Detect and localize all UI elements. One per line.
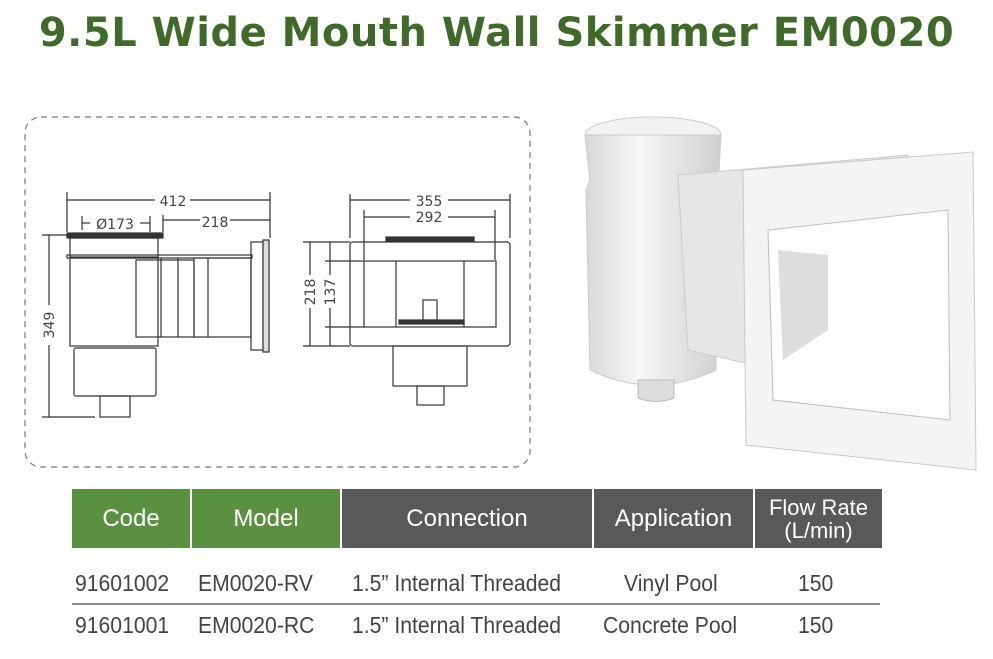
dim-opening-width: 292 xyxy=(416,210,443,226)
dim-front-height: 218 xyxy=(303,279,319,306)
cell-connection: 1.5” Internal Threaded xyxy=(352,612,561,638)
page-title: 9.5L Wide Mouth Wall Skimmer EM0020 xyxy=(38,10,955,56)
cell-connection: 1.5” Internal Threaded xyxy=(352,570,561,596)
row-divider xyxy=(72,603,880,605)
cell-application: Vinyl Pool xyxy=(624,570,718,596)
cell-application: Concrete Pool xyxy=(603,612,738,638)
flow-rate-label: Flow Rate xyxy=(768,494,869,520)
header-connection: Connection xyxy=(342,489,592,548)
cell-model: EM0020-RC xyxy=(198,612,315,638)
header-flow-rate: Flow Rate (L/min) xyxy=(755,489,882,548)
flow-rate-unit: (L/min) xyxy=(784,517,853,543)
dashed-frame xyxy=(24,116,531,468)
cell-code: 91601002 xyxy=(75,570,170,596)
cell-flow-rate: 150 xyxy=(798,570,834,596)
cell-model: EM0020-RV xyxy=(198,570,313,596)
technical-drawing: 412 Ø173 218 349 355 292 218 137 xyxy=(24,116,531,468)
side-view xyxy=(42,192,271,418)
header-code: Code xyxy=(72,489,190,548)
dim-opening-height: 137 xyxy=(323,279,339,306)
cell-code: 91601001 xyxy=(75,612,170,638)
dim-mouth-depth: 218 xyxy=(202,215,229,231)
product-photo xyxy=(584,116,977,471)
cell-flow-rate: 150 xyxy=(798,612,834,638)
dim-front-width: 355 xyxy=(416,194,443,210)
dim-height: 349 xyxy=(42,312,58,339)
dim-diameter: Ø173 xyxy=(96,217,134,233)
dim-overall-length: 412 xyxy=(160,194,187,210)
header-model: Model xyxy=(192,489,340,548)
front-view xyxy=(303,194,511,406)
header-application: Application xyxy=(594,489,753,548)
